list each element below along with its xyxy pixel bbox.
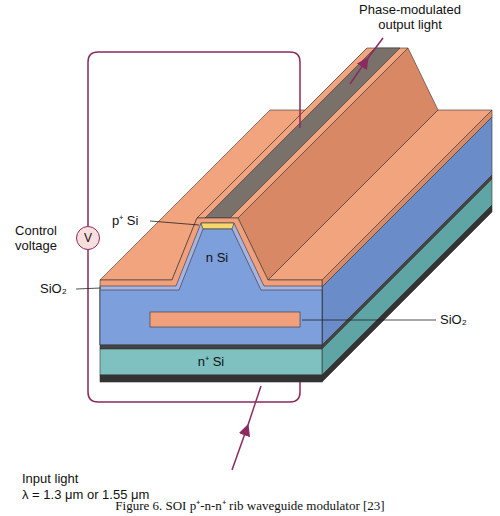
control-wire [88,52,300,402]
output-label: Phase-modulated output light [352,2,468,32]
light-ray [232,38,383,470]
layer-label: SiO₂ [40,281,67,296]
leader-line [76,221,436,320]
layer-label: SiO₂ [440,312,467,327]
input-label: Input light [22,471,78,486]
layer-label: n⁺ Si [180,354,242,369]
layer-label: p⁺ Si [112,213,138,228]
front-face [100,218,322,382]
top-metal [100,48,492,280]
voltage-source-circle: V [76,226,100,250]
figure-caption: Figure 6. SOI p⁺-n-n⁺ rib waveguide modu… [0,498,500,513]
layer-label: n Si [190,250,244,265]
source-symbol: V [84,231,92,245]
control-label: Control voltage [4,223,68,253]
